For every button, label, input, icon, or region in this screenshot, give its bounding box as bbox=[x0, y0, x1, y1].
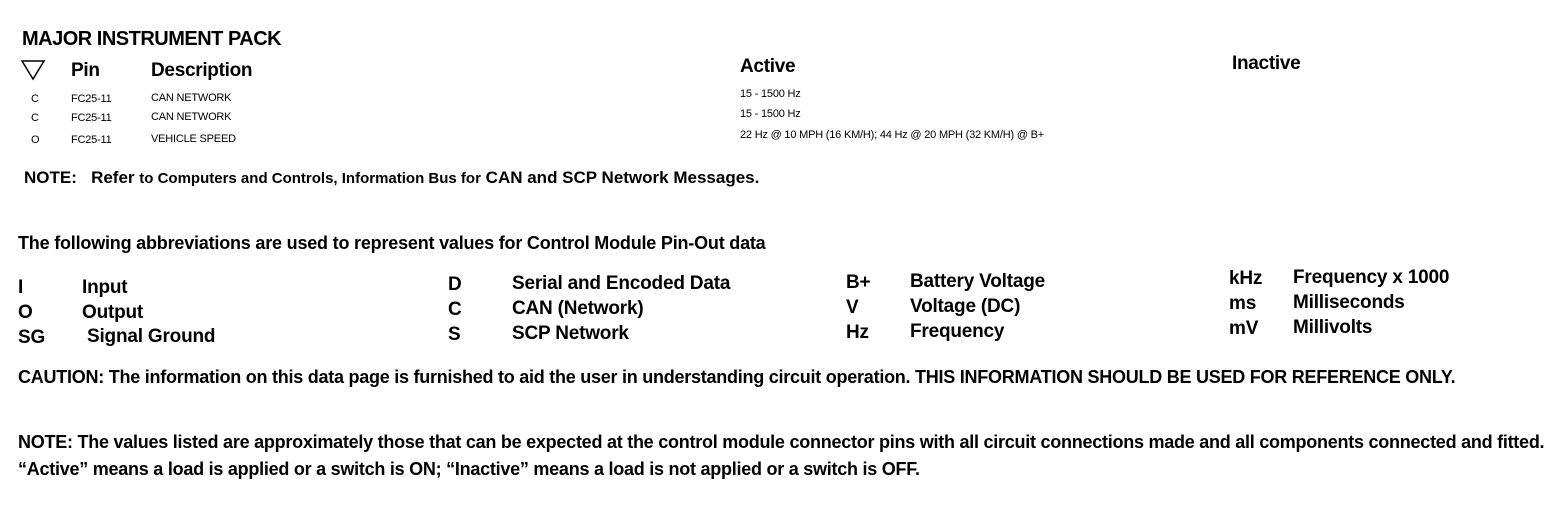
header-description: Description bbox=[151, 60, 253, 81]
abbrev-code: O bbox=[18, 302, 33, 323]
row-description: CAN NETWORK bbox=[151, 111, 232, 123]
abbrev-code: I bbox=[18, 277, 24, 298]
circuit-type-triangle-icon bbox=[20, 60, 46, 81]
abbrev-code: V bbox=[846, 297, 859, 318]
note-refer-word: Refer bbox=[91, 168, 135, 187]
note-refer-messages: CAN and SCP Network Messages. bbox=[485, 168, 760, 187]
page-title: MAJOR INSTRUMENT PACK bbox=[22, 28, 282, 50]
note-refer-text: to Computers and Controls, Information B… bbox=[139, 170, 481, 187]
abbrev-code: kHz bbox=[1229, 268, 1263, 289]
abbrev-meaning: Input bbox=[82, 277, 128, 298]
abbrev-code: ms bbox=[1229, 293, 1257, 314]
row-description: CAN NETWORK bbox=[151, 92, 232, 104]
note-values-text: NOTE: The values listed are approximatel… bbox=[18, 432, 1545, 479]
abbrev-meaning: Millivolts bbox=[1293, 317, 1373, 338]
abbrev-meaning: Output bbox=[82, 302, 144, 323]
abbrev-code: C bbox=[448, 299, 462, 320]
abbrev-meaning: CAN (Network) bbox=[512, 298, 644, 319]
abbrev-meaning: Frequency x 1000 bbox=[1293, 267, 1450, 288]
abbrev-code: SG bbox=[18, 327, 46, 348]
abbrev-meaning: Frequency bbox=[910, 321, 1005, 342]
header-pin: Pin bbox=[71, 60, 100, 81]
abbrev-meaning: Battery Voltage bbox=[910, 271, 1045, 292]
abbrev-meaning: Signal Ground bbox=[87, 326, 216, 347]
row-type: O bbox=[31, 134, 40, 146]
row-active: 22 Hz @ 10 MPH (16 KM/H); 44 Hz @ 20 MPH… bbox=[740, 129, 1044, 141]
abbrev-meaning: SCP Network bbox=[512, 323, 629, 344]
row-pin: FC25-11 bbox=[71, 134, 112, 146]
abbrev-code: D bbox=[448, 274, 462, 295]
abbrev-meaning: Serial and Encoded Data bbox=[512, 273, 731, 294]
row-type: C bbox=[31, 112, 39, 124]
row-type: C bbox=[31, 93, 39, 105]
caution-text: CAUTION: The information on this data pa… bbox=[18, 367, 1456, 387]
abbrev-code: S bbox=[448, 324, 461, 345]
abbreviations-intro: The following abbreviations are used to … bbox=[18, 233, 766, 253]
abbrev-code: B+ bbox=[846, 272, 871, 293]
note-label: NOTE: bbox=[24, 168, 77, 187]
row-active: 15 - 1500 Hz bbox=[740, 88, 801, 100]
row-active: 15 - 1500 Hz bbox=[740, 108, 801, 120]
abbrev-meaning: Voltage (DC) bbox=[910, 296, 1021, 317]
header-inactive: Inactive bbox=[1232, 53, 1301, 74]
row-pin: FC25-11 bbox=[71, 93, 112, 105]
abbrev-meaning: Milliseconds bbox=[1293, 292, 1405, 313]
row-pin: FC25-11 bbox=[71, 112, 112, 124]
abbrev-code: mV bbox=[1229, 318, 1259, 339]
row-description: VEHICLE SPEED bbox=[151, 133, 236, 145]
note-refer: NOTE: Refer to Computers and Controls, I… bbox=[24, 168, 759, 188]
abbrev-code: Hz bbox=[846, 322, 869, 343]
header-active: Active bbox=[740, 56, 796, 77]
